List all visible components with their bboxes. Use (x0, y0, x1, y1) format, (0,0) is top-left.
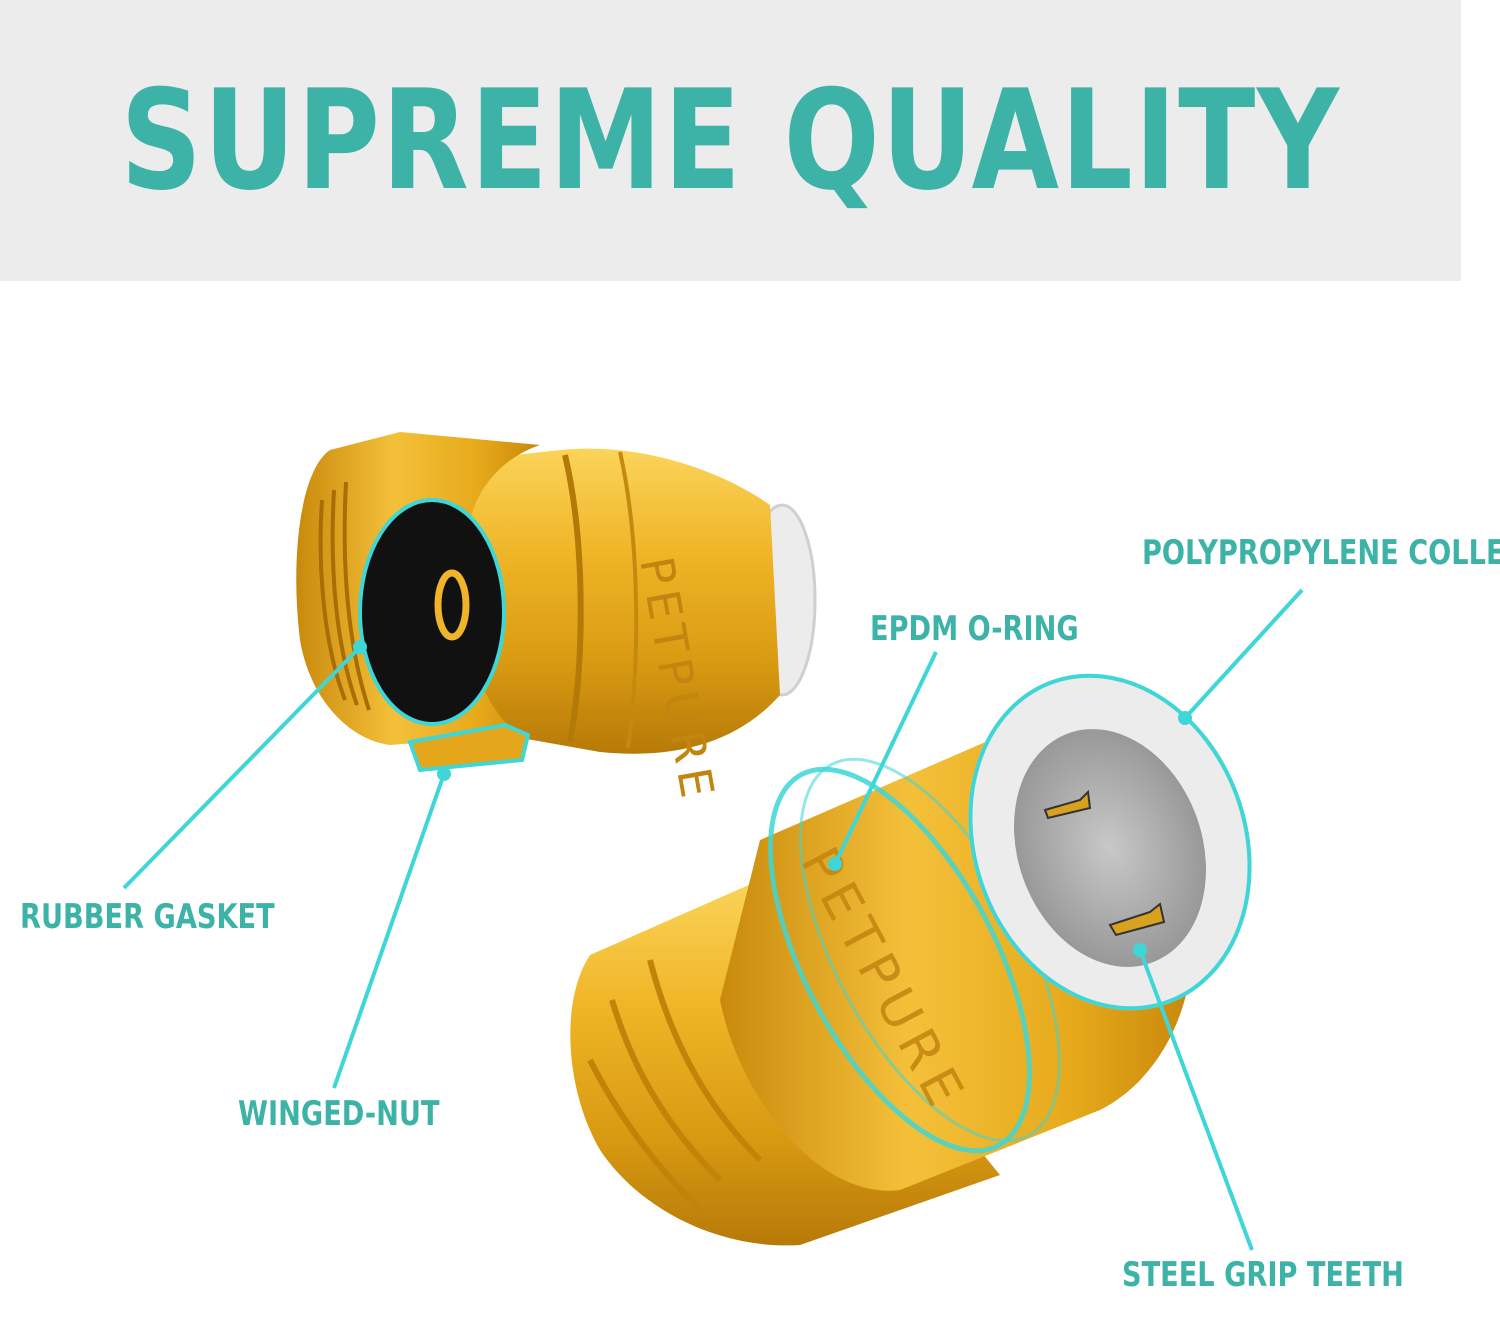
leader-gasket (122, 645, 362, 890)
label-epdm-o-ring: EPDM O-RING (870, 609, 1079, 649)
leader-dots (353, 640, 1192, 957)
right-grip-tooth (1108, 902, 1166, 937)
leader-lines (122, 588, 1304, 1251)
label-rubber-gasket: RUBBER GASKET (20, 897, 275, 937)
title-banner (0, 0, 1461, 281)
left-body-groove (618, 451, 639, 749)
label-winged-nut: WINGED-NUT (238, 1094, 440, 1134)
right-grip-tooth (1043, 789, 1092, 820)
label-steel-grip-teeth: STEEL GRIP TEETH (1122, 1255, 1404, 1295)
leader-teeth (1138, 949, 1254, 1251)
leader-collet (1183, 588, 1304, 720)
leader-oring (833, 651, 938, 865)
left-gasket-highlight (358, 498, 506, 726)
leader-dot (1178, 711, 1192, 725)
banner-title: SUPREME QUALITY (120, 60, 1341, 221)
right-oring-band (768, 766, 1032, 1154)
left-wing-highlight (407, 722, 531, 773)
label-polypropylene-collet: POLYPROPYLENE COLLET (1142, 533, 1500, 573)
leader-dot (828, 857, 842, 871)
left-inner-ring (434, 569, 470, 641)
leader-dot (437, 767, 451, 781)
left-fitting: PETPURE (296, 432, 817, 807)
right-nut-flutes (587, 959, 763, 1213)
left-gasket (360, 500, 504, 724)
leader-dot (1133, 943, 1147, 957)
right-collet-highlight (968, 673, 1252, 1011)
leader-nut (332, 773, 446, 1089)
left-threads (318, 481, 371, 711)
left-body-groove (562, 454, 584, 743)
leader-dot (353, 640, 367, 654)
right-fitting: PETPURE (570, 673, 1252, 1246)
